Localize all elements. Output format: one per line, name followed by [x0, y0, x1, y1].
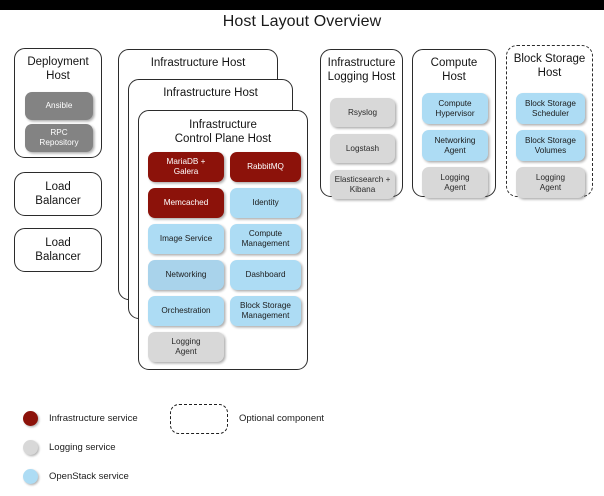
- host-title: Load Balancer: [35, 237, 81, 263]
- legend-label-infrastructure-service: Infrastructure service: [49, 413, 138, 424]
- host-load-balancer-1[interactable]: Load Balancer: [14, 172, 102, 216]
- legend-swatch-optional-component: [170, 404, 228, 434]
- service-dashboard[interactable]: Dashboard: [230, 260, 301, 290]
- service-block-storage-management[interactable]: Block Storage Management: [230, 296, 301, 326]
- service-compute-management[interactable]: Compute Management: [230, 224, 301, 254]
- service-rsyslog[interactable]: Rsyslog: [330, 98, 395, 127]
- service-logstash[interactable]: Logstash: [330, 134, 395, 163]
- service-networking-agent[interactable]: Networking Agent: [422, 130, 488, 161]
- legend-swatch-openstack-service: [23, 469, 38, 484]
- host-title: Infrastructure Host: [150, 57, 246, 69]
- service-elasticsearch-kibana[interactable]: Elasticsearch + Kibana: [330, 170, 395, 199]
- legend-label-optional-component: Optional component: [239, 413, 325, 424]
- host-infrastructure-logging-host[interactable]: Infrastructure Logging Host Rsyslog Logs…: [320, 49, 403, 199]
- service-logging-agent[interactable]: Logging Agent: [422, 167, 488, 198]
- service-ansible[interactable]: Ansible: [25, 92, 93, 120]
- page-title: Host Layout Overview: [222, 13, 382, 30]
- service-rabbitmq[interactable]: RabbitMQ: [230, 152, 301, 182]
- host-compute-host[interactable]: Compute Host Compute Hypervisor Networki…: [412, 49, 496, 198]
- host-title: Infrastructure Host: [163, 87, 258, 99]
- service-memcached[interactable]: Memcached: [148, 188, 224, 218]
- host-title: Compute Host: [430, 57, 478, 83]
- service-block-storage-volumes[interactable]: Block Storage Volumes: [516, 130, 585, 161]
- host-infrastructure-control-plane-host[interactable]: Infrastructure Control Plane Host MariaD…: [138, 110, 308, 370]
- service-block-storage-scheduler[interactable]: Block Storage Scheduler: [516, 93, 585, 124]
- host-load-balancer-2[interactable]: Load Balancer: [14, 228, 102, 272]
- host-title: Infrastructure Logging Host: [327, 57, 396, 83]
- service-identity[interactable]: Identity: [230, 188, 301, 218]
- host-block-storage-host[interactable]: Block Storage Host Block Storage Schedul…: [506, 45, 593, 198]
- service-logging-agent[interactable]: Logging Agent: [148, 332, 224, 362]
- service-mariadb-galera[interactable]: MariaDB + Galera: [148, 152, 224, 182]
- legend-label-openstack-service: OpenStack service: [49, 471, 129, 482]
- service-orchestration[interactable]: Orchestration: [148, 296, 224, 326]
- host-title: Deployment Host: [27, 56, 89, 82]
- legend-swatch-infrastructure-service: [23, 411, 38, 426]
- host-deployment-host[interactable]: Deployment Host Ansible RPC Repository: [14, 48, 102, 158]
- service-image-service[interactable]: Image Service: [148, 224, 224, 254]
- service-rpc-repository[interactable]: RPC Repository: [25, 124, 93, 152]
- top-black-bar: [0, 0, 604, 10]
- service-compute-hypervisor[interactable]: Compute Hypervisor: [422, 93, 488, 124]
- host-title: Block Storage Host: [513, 53, 586, 79]
- host-title: Infrastructure Control Plane Host: [174, 119, 272, 145]
- legend-swatch-logging-service: [23, 440, 38, 455]
- host-title: Load Balancer: [35, 181, 81, 207]
- legend-label-logging-service: Logging service: [49, 442, 116, 453]
- service-networking[interactable]: Networking: [148, 260, 224, 290]
- service-logging-agent[interactable]: Logging Agent: [516, 167, 585, 198]
